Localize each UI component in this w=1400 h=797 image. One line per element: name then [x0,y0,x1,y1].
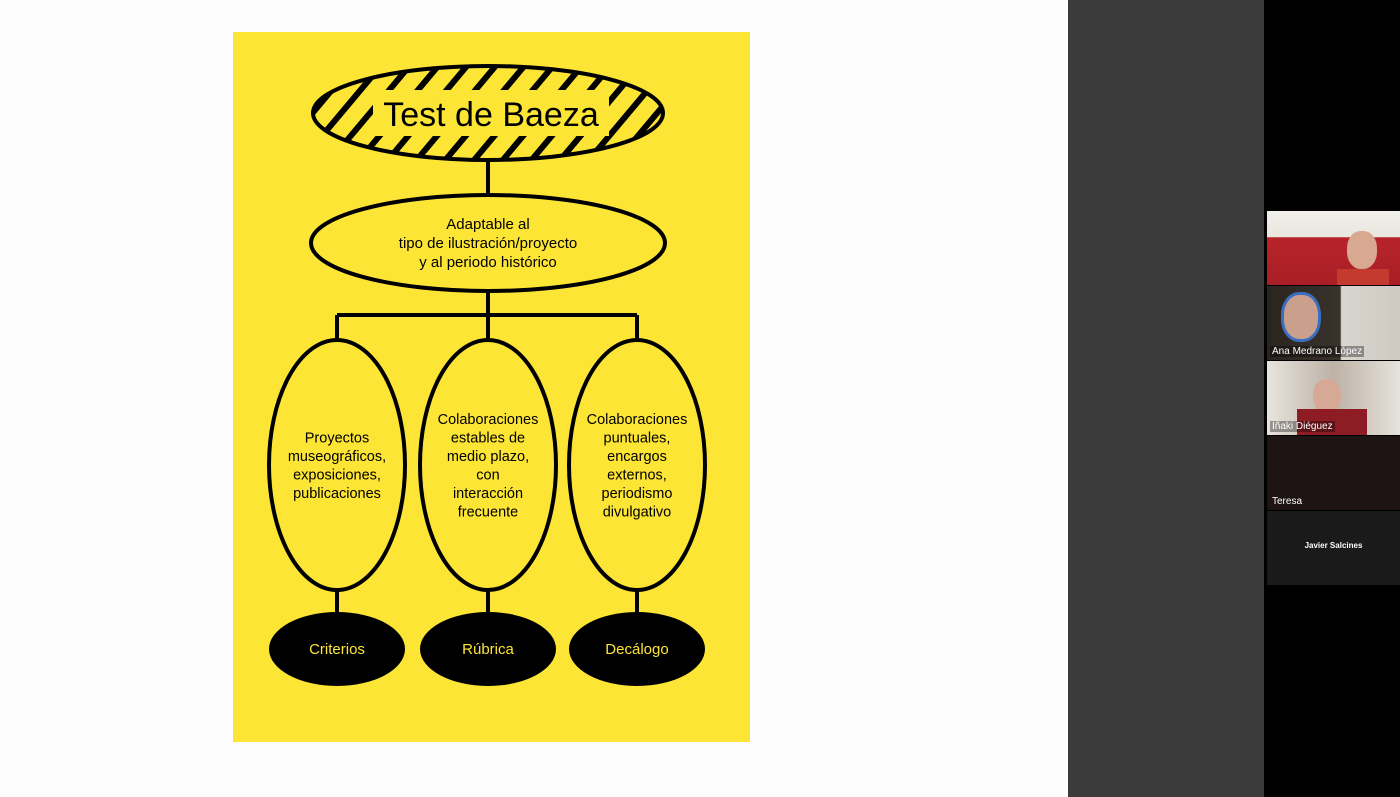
subtitle-line: Adaptable al [446,216,529,233]
participant-tile[interactable]: Teresa [1267,436,1400,510]
participant-tile[interactable]: Ana Medrano López [1267,286,1400,360]
result-ellipse [569,612,705,686]
branch-line: exposiciones, [293,467,381,483]
branch-ellipse [267,338,407,592]
participant-tile[interactable]: Iñaki Diéguez [1267,361,1400,435]
branch-text: Colaboraciones estables de medio plazo, con… [438,412,539,521]
subtitle-line: tipo de ilustración/proyecto [399,235,577,252]
branch-line: con [476,467,499,483]
branch-line: Colaboraciones [438,412,539,428]
branch-line: divulgativo [603,504,672,520]
branch-text: Colaboraciones puntuales, encargos externos… [587,412,688,521]
participant-name: Javier Salcines [1304,541,1363,550]
participant-tile[interactable]: Javier Salcines [1267,511,1400,585]
branch-ellipse [567,338,707,592]
branch-line: frecuente [458,504,518,520]
participant-video [1313,379,1341,413]
branch-line: periodismo [602,486,673,502]
title-ellipse: Test de Baeza [311,64,665,162]
branch-line: Colaboraciones [587,412,688,428]
branch-text: Proyectos museográficos, exposiciones, publ… [288,430,386,502]
diagram-svg: Test de Baeza Adaptable al tipo de ilustr… [267,64,707,686]
connector-lines [335,160,639,612]
branch-line: museográficos, [288,449,386,465]
branch-line: puntuales, [604,430,671,446]
gallery-background [1068,0,1264,797]
branch-line: medio plazo, [447,449,529,465]
subtitle-line: y al periodo histórico [419,254,557,271]
participant-tile[interactable] [1267,211,1400,285]
branch-line: estables de [451,430,525,446]
branch-line: publicaciones [293,486,381,502]
branch-line: externos, [607,467,667,483]
participant-video [1281,292,1321,342]
subtitle-ellipse [309,193,667,293]
result-ellipse [420,612,556,686]
branch-line: Proyectos [305,430,369,446]
branch-line: encargos [607,449,667,465]
result-ellipse [269,612,405,686]
participant-name: Ana Medrano López [1270,346,1365,357]
subtitle-text: Adaptable al tipo de ilustración/proyecto… [399,216,577,271]
participant-name: Iñaki Diéguez [1270,421,1335,432]
branch-line: interacción [453,486,523,502]
result-label: Criterios [309,641,365,658]
slide-diagram: Test de Baeza Adaptable al tipo de ilustr… [233,32,750,742]
branch-ellipse [418,338,558,592]
result-label: Rúbrica [462,641,514,658]
diagram-title: Test de Baeza [383,96,599,134]
participant-name: Teresa [1272,496,1303,507]
result-label: Decálogo [605,641,668,658]
participant-video [1347,231,1377,269]
shared-screen: Test de Baeza Adaptable al tipo de ilustr… [233,32,750,742]
